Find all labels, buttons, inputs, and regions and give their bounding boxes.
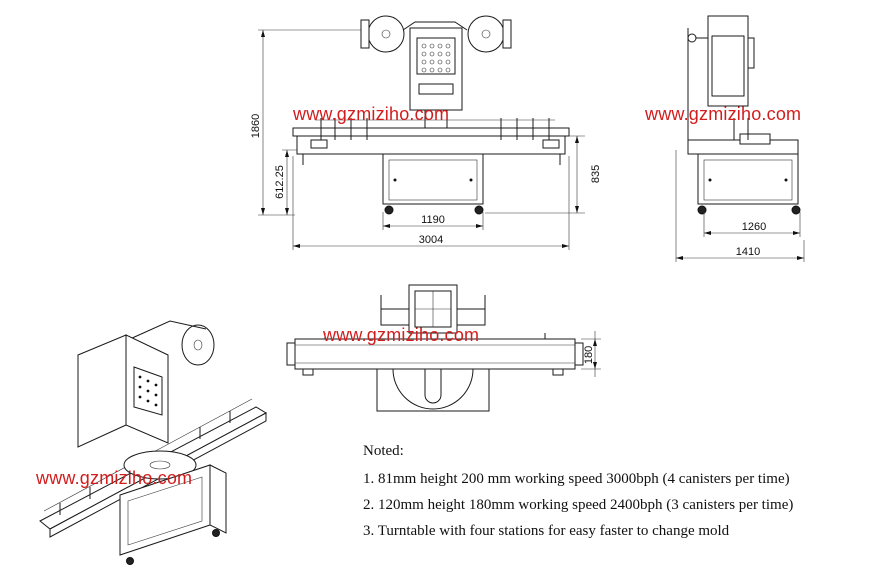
- sealing-head: [402, 21, 468, 128]
- watermark-side: www.gzmiziho.com: [645, 104, 802, 124]
- dimension-frame-height-label: 835: [590, 165, 602, 183]
- iso-head: [77, 334, 169, 448]
- dimension-side-cabinet-width: 1260: [703, 212, 801, 237]
- watermark-top: www.gzmiziho.com: [323, 325, 480, 345]
- dimension-cabinet-width: 1190: [382, 212, 484, 230]
- isometric-view-drawing: [39, 320, 268, 565]
- side-cabinet: [697, 153, 801, 215]
- dimension-overall-width: 3004: [292, 156, 570, 250]
- iso-cabinet: [119, 464, 227, 565]
- side-head: [687, 15, 755, 140]
- front-view-drawing: 1860 612.25: [250, 15, 602, 250]
- dimension-frame-height: 835: [485, 135, 602, 214]
- notes-item: 3. Turntable with four stations for easy…: [363, 523, 730, 539]
- dimension-side-overall-width-label: 1410: [736, 246, 760, 258]
- top-view-drawing: 180: [286, 284, 601, 412]
- notes-title: Noted:: [363, 443, 404, 459]
- film-reel-left: [360, 15, 405, 53]
- dimension-table-height: 612.25: [274, 149, 300, 215]
- watermark-front: www.gzmiziho.com: [293, 104, 450, 124]
- notes-item: 1. 81mm height 200 mm working speed 3000…: [363, 471, 790, 487]
- iso-turntable: [123, 450, 197, 480]
- base-cabinet: [382, 153, 484, 215]
- watermark-iso: www.gzmiziho.com: [36, 468, 193, 488]
- dimension-side-overall-width: 1410: [675, 150, 805, 262]
- dimension-total-height-label: 1860: [250, 114, 262, 138]
- dimension-total-height: 1860: [250, 29, 365, 216]
- top-turntable: [376, 368, 490, 412]
- dimension-top-depth-label: 180: [583, 346, 595, 364]
- side-view-drawing: 1260 1410: [675, 15, 805, 262]
- film-reel-right: [467, 15, 512, 53]
- dimension-top-depth: 180: [581, 331, 601, 377]
- notes-item: 2. 120mm height 180mm working speed 2400…: [363, 497, 794, 513]
- dimension-cabinet-width-label: 1190: [421, 214, 445, 226]
- notes-block: Noted: 1. 81mm height 200 mm working spe…: [363, 443, 793, 549]
- top-conveyor: [286, 333, 584, 376]
- dimension-side-cabinet-width-label: 1260: [742, 221, 766, 233]
- top-head: [380, 284, 486, 334]
- dimension-table-height-label: 612.25: [274, 165, 286, 199]
- dimension-overall-width-label: 3004: [419, 234, 443, 246]
